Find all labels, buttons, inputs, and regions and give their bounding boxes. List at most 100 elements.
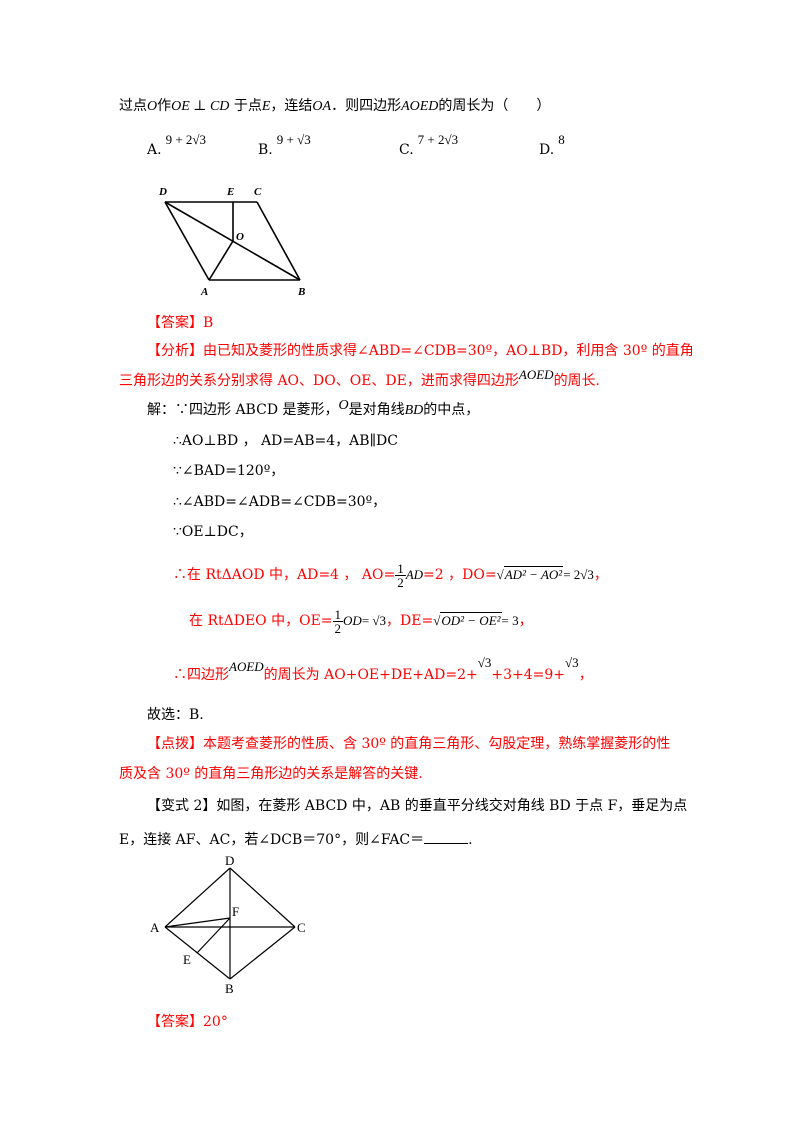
solution-text: =2 ，DO= bbox=[423, 567, 497, 583]
label-a: A bbox=[200, 286, 208, 298]
option-d: D.8 bbox=[539, 132, 565, 160]
label-d: D bbox=[158, 186, 167, 198]
label-d: D bbox=[225, 855, 234, 868]
variant-line-1: 【变式 2】如图，在菱形 ABCD 中，AB 的垂直平分线交对角线 BD 于点 … bbox=[147, 796, 687, 816]
question-text: 的周长为（ ） bbox=[438, 98, 551, 114]
solution-text: 在 RtΔDEO 中，OE= bbox=[189, 613, 333, 629]
quad-aoed: AOED bbox=[401, 99, 439, 114]
variant-text: E，连接 AF、AC，若∠DCB＝70°，则∠FAC＝ bbox=[119, 832, 425, 848]
solution-text: ∴AO⊥BD ， AD=AB=4，AB∥DC bbox=[173, 433, 398, 449]
conclusion-text: 故选：B. bbox=[147, 707, 204, 723]
solution-text: ， bbox=[578, 667, 593, 683]
variant-line-2: E，连接 AF、AC，若∠DCB＝70°，则∠FAC＝. bbox=[119, 829, 473, 850]
tips-line-2: 质及含 30º 的直角三角形边的关系是解答的关键. bbox=[119, 764, 423, 784]
question-text: ．则四边形 bbox=[331, 98, 402, 114]
analysis-tag: 【分析】 bbox=[147, 343, 203, 359]
segment-ad: AD bbox=[405, 567, 424, 582]
diagonal-bd: BD bbox=[404, 403, 424, 418]
option-b: B.9 + √3 bbox=[258, 132, 311, 160]
option-value: 7 + 2√3 bbox=[417, 132, 459, 147]
radicand: AD² − AO² bbox=[503, 566, 564, 582]
solution-line-2: ∴AO⊥BD ， AD=AB=4，AB∥DC bbox=[173, 431, 398, 451]
tips-tag: 【点拨】 bbox=[147, 736, 203, 752]
solution-text: ， bbox=[593, 567, 608, 583]
option-label: A. bbox=[147, 142, 162, 158]
analysis-text: 三角形边的关系分别求得 AO、DO、OE、DE，进而求得四边形 bbox=[119, 373, 519, 389]
solution-text: 是对角线 bbox=[348, 402, 405, 418]
rhombus-figure-2: D F A C E B bbox=[150, 855, 306, 996]
analysis-text: 的周长. bbox=[553, 373, 601, 389]
answer-blank bbox=[424, 829, 469, 844]
label-e: E bbox=[226, 186, 234, 198]
quad-aoed: AOED bbox=[229, 659, 264, 674]
option-a: A.9 + 2√3 bbox=[147, 132, 206, 160]
option-value: 8 bbox=[558, 132, 565, 147]
segment-af bbox=[164, 917, 231, 928]
analysis-text: 由已知及菱形的性质求得∠ABD=∠CDB=30º，AO⊥BD，利用含 30º 的… bbox=[203, 343, 694, 359]
segment-od: OD bbox=[343, 613, 362, 628]
answer-tag: 【答案】 bbox=[147, 1014, 203, 1030]
question-text: 于点 bbox=[233, 98, 262, 114]
solution-line-3: ∵∠BAD=120º， bbox=[173, 461, 284, 481]
solution-text: ，DE= bbox=[386, 613, 434, 629]
segment-fe bbox=[196, 917, 231, 954]
conclusion-line: 故选：B. bbox=[147, 705, 204, 725]
fraction-numerator: 1 bbox=[332, 606, 344, 622]
radicand: OD² − OE² bbox=[440, 612, 502, 628]
segment-oa: OA bbox=[312, 99, 332, 114]
solution-line-5: ∵OE⊥DC， bbox=[173, 522, 253, 542]
label-f: F bbox=[232, 904, 239, 919]
perpendicular-expr: OE ⊥ CD bbox=[171, 99, 230, 114]
sqrt-expression: √OD² − OE² bbox=[433, 612, 502, 628]
option-label: C. bbox=[399, 142, 414, 158]
analysis-line-1: 【分析】由已知及菱形的性质求得∠ABD=∠CDB=30º，AO⊥BD，利用含 3… bbox=[147, 341, 694, 361]
solution-text: ∴∠ABD=∠ADB=∠CDB=30º， bbox=[173, 494, 387, 510]
solution-line-1: 解：∵四边形 ABCD 是菱形，O是对角线BD的中点， bbox=[147, 398, 479, 421]
segment-oa bbox=[208, 240, 234, 281]
label-o: O bbox=[236, 231, 244, 243]
label-b: B bbox=[225, 981, 234, 996]
sqrt-three: √3 bbox=[477, 655, 492, 670]
variant-text: . bbox=[468, 832, 473, 848]
label-b: B bbox=[297, 286, 305, 298]
option-value: 9 + √3 bbox=[276, 132, 311, 147]
result-value: = 2√3 bbox=[563, 567, 594, 582]
label-c: C bbox=[297, 920, 306, 935]
variant-text: 如图，在菱形 ABCD 中，AB 的垂直平分线交对角线 BD 于点 F，垂足为点 bbox=[216, 798, 688, 814]
label-c: C bbox=[254, 186, 262, 198]
segment-ad bbox=[164, 201, 210, 281]
answer-value: B bbox=[203, 315, 214, 331]
solution-text: +3+4=9+ bbox=[491, 667, 566, 683]
sqrt-expression: √AD² − AO² bbox=[496, 566, 564, 582]
question-text: 过点 bbox=[119, 98, 147, 114]
answer-2-line: 【答案】20° bbox=[147, 1012, 228, 1032]
question-text: ，连结 bbox=[270, 98, 313, 114]
solution-text: ∵∠BAD=120º， bbox=[173, 463, 285, 479]
fraction-denominator: 2 bbox=[397, 574, 404, 590]
solution-text: 解：∵四边形 ABCD 是菱形， bbox=[147, 402, 339, 418]
solution-text: ∵OE⊥DC， bbox=[173, 524, 253, 540]
sqrt-three: √3 bbox=[565, 655, 579, 670]
solution-text: 的周长为 AO+OE+DE+AD=2+ bbox=[263, 667, 478, 683]
analysis-line-2: 三角形边的关系分别求得 AO、DO、OE、DE，进而求得四边形AOED的周长. bbox=[119, 367, 601, 391]
answer-tag: 【答案】 bbox=[147, 315, 203, 331]
result-value: = 3 bbox=[501, 613, 519, 628]
point-e: E bbox=[261, 99, 271, 114]
segment-dc bbox=[229, 867, 296, 928]
tips-text: 质及含 30º 的直角三角形边的关系是解答的关键. bbox=[119, 766, 423, 782]
answer-line: 【答案】B bbox=[147, 313, 213, 333]
option-c: C.7 + 2√3 bbox=[399, 132, 458, 160]
segment-cb bbox=[256, 201, 301, 281]
label-a: A bbox=[150, 920, 160, 935]
answer-value: 20° bbox=[203, 1014, 228, 1030]
solution-line-8: ∴四边形AOED的周长为 AO+OE+DE+AD=2+√3+3+4=9+√3， bbox=[173, 655, 593, 689]
tips-text: 本题考查菱形的性质、含 30º 的直角三角形、勾股定理，熟练掌握菱形的性 bbox=[203, 736, 671, 752]
solution-text: ∴四边形 bbox=[173, 667, 229, 683]
tips-line-1: 【点拨】本题考查菱形的性质、含 30º 的直角三角形、勾股定理，熟练掌握菱形的性 bbox=[147, 734, 670, 754]
question-text: 作 bbox=[157, 98, 172, 114]
point-o: O bbox=[147, 99, 158, 114]
variant-tag: 【变式 2】 bbox=[147, 798, 217, 814]
